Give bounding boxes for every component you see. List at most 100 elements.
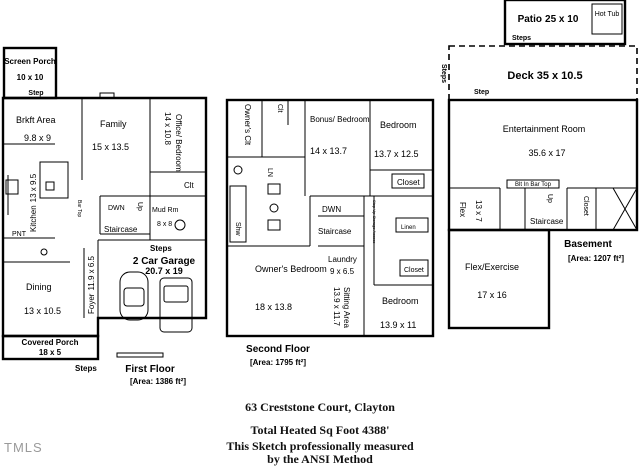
second-closet-ne: [391, 173, 425, 189]
owners-bedroom-name: Owner's Bedroom: [255, 264, 327, 274]
sitting-name: Sitting Area: [342, 287, 351, 328]
mls-watermark: TMLS: [4, 440, 43, 455]
office-name: Office/ Bedroom: [174, 114, 183, 172]
basement-up: Up: [546, 194, 553, 203]
second-closet-se: [399, 259, 429, 277]
bedroom-se-size: 13.9 x 11: [380, 320, 416, 330]
bar-label: Blt In Bar Top: [515, 182, 552, 188]
second-staircase: Staircase: [318, 227, 352, 236]
deck-step: Step: [474, 89, 489, 96]
shower: Shw: [234, 222, 241, 237]
bedroom-ne-size: 13.7 x 12.5: [374, 149, 419, 159]
brkft-name: Brkft Area: [16, 115, 56, 125]
linen-closet: [395, 217, 429, 233]
entertainment-size: 35.6 x 17: [528, 148, 565, 158]
shower-box: [229, 185, 247, 243]
foyer-name: Foyer: [87, 293, 96, 314]
rear-door-mark: [99, 92, 115, 99]
basement-lower-outline: [447, 228, 551, 330]
bar-top: Bar Top: [76, 200, 82, 217]
second-ln: LN: [266, 168, 273, 177]
office-size: 14 x 10.8: [163, 112, 172, 145]
foyer-label: Foyer 11.9 x 6.5: [87, 255, 96, 314]
flex-name: Flex: [458, 202, 467, 217]
first-up: Up: [136, 202, 143, 211]
flex-size: 13 x 7: [474, 200, 483, 222]
screen-porch-size: 10 x 10: [17, 73, 44, 82]
bonus-size: 14 x 13.7: [310, 146, 347, 156]
garage-name: 2 Car Garage: [133, 256, 196, 267]
kitchen-island: [39, 161, 69, 199]
hot-tub-label: Hot Tub: [595, 11, 620, 18]
front-steps: Steps: [75, 364, 97, 373]
owners-closet: Owner's Clt: [243, 104, 252, 146]
first-floor-area: [Area: 1386 ft²]: [130, 377, 186, 386]
garage-steps: Steps: [150, 244, 172, 253]
laundry-size: 9 x 6.5: [330, 267, 355, 276]
dining-name: Dining: [26, 282, 52, 292]
front-step-mark: [116, 352, 164, 358]
flex-exercise-name: Flex/Exercise: [465, 262, 519, 272]
brkft-size: 9.8 x 9: [24, 133, 51, 143]
measure-note-1: This Sketch professionally measured: [226, 439, 414, 453]
first-dwn: DWN: [108, 205, 125, 212]
covered-porch-outline: [1, 334, 100, 361]
bedroom-ne-name: Bedroom: [380, 120, 417, 130]
heated-sqft: Total Heated Sq Foot 4388': [250, 423, 390, 437]
foyer-size: 11.9 x 6.5: [87, 255, 96, 290]
bar-counter: [506, 179, 560, 189]
sitting-size: 13.9 x 11.7: [332, 287, 341, 327]
screen-porch-step: Step: [28, 90, 43, 97]
first-staircase: Staircase: [104, 225, 138, 234]
second-floor-outline: [225, 98, 435, 338]
basement-area: [Area: 1207 ft²]: [568, 254, 624, 263]
entertainment-name: Entertainment Room: [503, 124, 586, 134]
address: 63 Creststone Court, Clayton: [245, 400, 395, 414]
hot-tub-outline: [591, 3, 623, 35]
pantry: PNT: [12, 231, 27, 238]
patio-outline: [503, 0, 627, 46]
basement-label: Basement: [564, 239, 612, 250]
second-floor-area: [Area: 1795 ft²]: [250, 358, 306, 367]
linen-label: Linen: [401, 225, 416, 231]
flex-exercise-size: 17 x 16: [477, 290, 507, 300]
patio-steps: Steps: [512, 35, 531, 42]
second-floor-plan: Owner's Clt Clt Bonus/ Bedroom 14 x 13.7…: [225, 98, 435, 367]
first-floor-label: First Floor: [125, 364, 175, 375]
garage-size: 20.7 x 19: [145, 266, 183, 276]
second-closet-ne-label: Closet: [397, 178, 420, 187]
mudroom-size: 8 x 8: [157, 221, 172, 228]
measure-note-2: by the ANSI Method: [267, 452, 373, 466]
second-dwn: DWN: [322, 205, 341, 214]
basement-closet: Closet: [582, 196, 589, 216]
kitchen-size: 13 x 9.5: [29, 173, 38, 202]
covered-porch-size: 18 x 5: [39, 348, 62, 357]
laundry-name: Laundry: [328, 255, 357, 264]
bonus-name: Bonus/ Bedroom: [310, 115, 370, 124]
covered-porch-name: Covered Porch: [22, 338, 79, 347]
patio-name: Patio: [518, 14, 542, 25]
first-closet: Clt: [184, 181, 195, 190]
second-clt: Clt: [276, 104, 283, 113]
deck-name: Deck: [507, 70, 534, 82]
screen-porch-name: Screen Porch: [4, 57, 56, 66]
second-floor-label: Second Floor: [246, 344, 310, 355]
bedroom-se-name: Bedroom: [382, 296, 419, 306]
kitchen-label: Kitchen 13 x 9.5: [29, 173, 38, 232]
owners-bedroom-size: 18 x 13.8: [255, 302, 292, 312]
first-floor-plan: Screen Porch 10 x 10 Step: [1, 46, 208, 386]
garage-car-left: [119, 271, 149, 321]
second-closet-se-label: Closet: [404, 267, 424, 274]
family-size: 15 x 13.5: [92, 142, 129, 152]
patio-size: 25 x 10: [545, 14, 579, 25]
deck-steps: Steps: [440, 64, 447, 83]
garage-car-right: [159, 277, 193, 333]
family-name: Family: [100, 119, 127, 129]
kitchen-name: Kitchen: [29, 205, 38, 232]
deck-size: 35 x 10.5: [537, 70, 583, 82]
basement-staircase: Staircase: [530, 217, 564, 226]
